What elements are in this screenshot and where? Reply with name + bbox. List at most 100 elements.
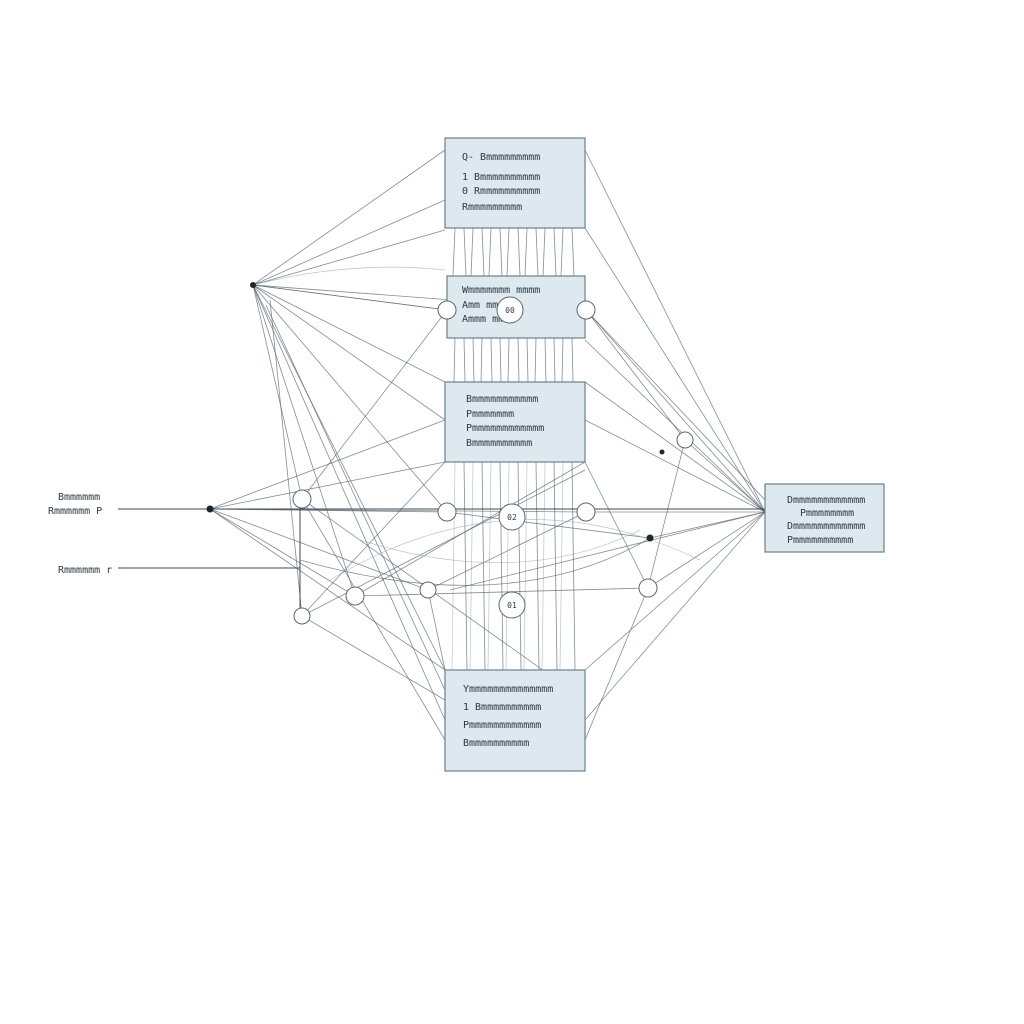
junction-dot [206,505,214,513]
box-bottom-line-1: Ymmmmmmmmmmmmmm [463,684,553,695]
wire [534,337,537,383]
wire [585,309,686,441]
box-upper-mid-line-3: Ammm mm [462,314,504,325]
wire [541,461,546,671]
box-bottom-line-2: 1 Bmmmmmmmmmm [463,702,541,713]
wire [301,461,446,617]
wire [209,508,446,671]
wire [265,304,446,691]
junction-dot [659,449,665,455]
box-middle-line-1: Bmmmmmmmmmmm [466,394,538,405]
box-top-line-3: 0 Rmmmmmmmmmm [462,186,540,197]
wire [469,461,474,671]
box-bottom-line-3: Pmmmmmmmmmmmm [463,720,541,731]
wire [209,419,446,510]
wire [301,309,448,500]
input-lines [118,500,765,615]
wire [584,587,649,741]
box-middle-line-2: Pmmmmmmm [466,409,514,420]
wire [252,284,448,513]
wire [481,461,486,671]
wire [505,461,510,671]
wire [559,461,564,671]
wire [571,461,576,671]
junction-node [638,578,658,598]
wire [523,461,528,671]
wire [488,227,492,277]
wire [252,284,303,500]
wire [517,461,522,671]
node-lower: 01 [498,591,526,619]
box-top-line-1: Q- Bmmmmmmmmm [462,152,540,163]
wire [463,227,467,277]
wire [359,529,641,564]
junction-node [437,300,457,320]
wire [649,511,766,539]
node-upper: 00 [496,296,524,324]
wire [252,284,446,421]
wire [252,149,446,286]
wire [517,337,520,383]
wire [487,461,492,671]
box-right-line-4: Pmmmmmmmmmm [787,535,853,546]
box-right-line-1: Dmmmmmmmmmmmm [787,495,865,506]
wire [463,337,466,383]
box-top-line-4: Rmmmmmmmmm [462,202,522,213]
wire [269,299,303,617]
wire [584,511,766,671]
node-upper-label: 00 [505,306,515,315]
wire [553,227,557,277]
box-bottom-line-4: Bmmmmmmmmmm [463,738,529,749]
wire [585,309,766,513]
wire [499,227,503,277]
junction-node [576,300,596,320]
wire [560,227,564,277]
wire [584,339,766,513]
wire [647,511,766,589]
junction-dot [250,282,256,288]
wire [463,461,468,671]
wire [499,337,502,383]
wire [647,439,686,589]
input-labels: Bmmmmmm Rmmmmmm P Rmmmmmm r [48,492,112,576]
wire [481,227,485,277]
junction-node [676,431,694,449]
wire [553,461,558,671]
wire [561,337,564,383]
wire [535,461,540,671]
wire [299,537,651,586]
wire [252,284,446,383]
box-right: Dmmmmmmmmmmmm Pmmmmmmmm Dmmmmmmmmmmmm Pm… [764,483,885,553]
junction-nodes [292,300,694,625]
wire [517,227,521,277]
box-top-line-2: 1 Bmmmmmmmmmm [462,172,540,183]
wire [354,461,586,597]
wire [252,284,446,721]
wire [535,227,539,277]
wire [301,498,446,741]
wire [452,227,456,277]
junction-dot [646,534,654,542]
wire [584,149,766,513]
wire [524,227,528,277]
wire [571,337,574,383]
black-dots [206,282,665,542]
wire [544,337,547,383]
wire [209,508,429,591]
wire [584,511,766,721]
wire [301,498,586,701]
wire [453,337,456,383]
wire [553,337,556,383]
wire [252,199,446,286]
box-middle: Bmmmmmmmmmmm Pmmmmmmm Pmmmmmmmmmmmm Bmmm… [444,381,586,463]
node-middle: 02 [498,503,526,531]
junction-node [576,502,596,522]
node-lower-label: 01 [507,601,517,610]
junction-node [419,581,437,599]
wire [354,587,649,597]
wire [470,227,474,277]
wire [252,284,448,311]
wire [480,337,483,383]
box-right-line-3: Dmmmmmmmmmmmm [787,521,865,532]
wire [209,508,356,597]
